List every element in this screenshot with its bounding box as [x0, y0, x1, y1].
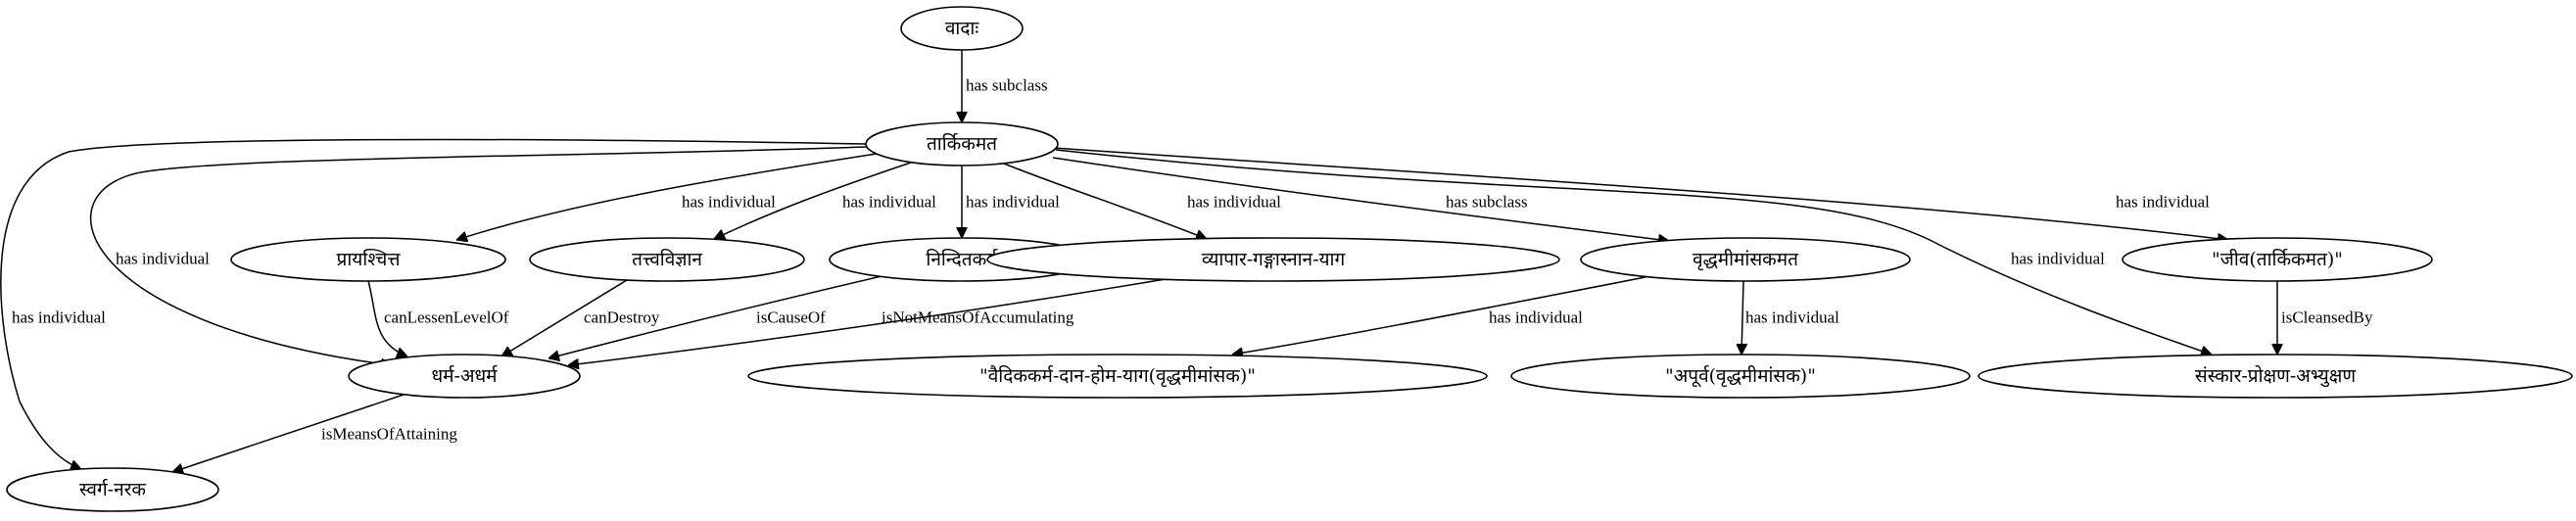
edge-line: [568, 278, 1167, 365]
node-label: वृद्धमीमांसकमत: [1693, 248, 1799, 271]
node-label: "अपूर्व(वृद्धमीमांसक)": [1665, 364, 1816, 388]
edge-prayashchitta-to-dharma: canLessenLevelOf: [367, 280, 509, 356]
node-ellipse[interactable]: [1580, 237, 1911, 282]
node-svarga[interactable]: स्वर्ग-नरक: [6, 467, 219, 512]
edge-vadah-to-tarkikamata: has subclass: [962, 50, 1048, 122]
edge-label: has individual: [116, 250, 210, 268]
edge-label: has individual: [2011, 250, 2105, 268]
edge-label: isCauseOf: [756, 308, 826, 327]
node-vadah[interactable]: वादाः: [900, 6, 1024, 51]
node-label: वादाः: [945, 18, 979, 39]
edge-line: [1741, 280, 1743, 355]
edge-label: canLessenLevelOf: [384, 308, 509, 327]
edge-tarkikamata-to-prayashchitta: has individual: [456, 153, 878, 240]
edge-tarkikamata-to-vriddhamimamsakamata: has subclass: [1052, 157, 1669, 241]
edge-label: canDestroy: [584, 308, 660, 327]
node-ellipse[interactable]: [1510, 354, 1971, 399]
node-ellipse[interactable]: [986, 237, 1560, 282]
edge-label: has subclass: [966, 76, 1048, 95]
edge-label: isMeansOfAttaining: [321, 425, 457, 444]
edge-tarkikamata-to-vyapara: has individual: [1003, 163, 1281, 239]
node-tattvavijnana[interactable]: तत्त्वविज्ञान: [529, 237, 805, 282]
node-ellipse[interactable]: [900, 6, 1024, 51]
node-samskara[interactable]: संस्कार-प्रोक्षण-अभ्युक्षण: [1978, 354, 2573, 399]
edge-jiva-to-samskara: isCleansedBy: [2277, 281, 2373, 355]
node-label: प्रायश्चित्त: [337, 248, 402, 270]
edge-line: [1232, 276, 1646, 355]
node-ellipse[interactable]: [747, 354, 1488, 399]
node-vaidika[interactable]: "वैदिककर्म-दान-होम-याग(वृद्धमीमांसक)": [747, 354, 1488, 399]
node-label: "जीव(तार्किकमत)": [2212, 248, 2343, 270]
node-apurva[interactable]: "अपूर्व(वृद्धमीमांसक)": [1510, 354, 1971, 399]
node-label: "वैदिककर्म-दान-होम-याग(वृद्धमीमांसक)": [979, 364, 1256, 388]
node-ellipse[interactable]: [1978, 354, 2573, 399]
edge-label: has individual: [966, 193, 1060, 212]
edge-label: has individual: [1745, 308, 1839, 327]
edge-ninditakarma-to-dharma: isCauseOf: [549, 275, 883, 358]
edge-label: has individual: [1187, 193, 1281, 212]
edge-line: [714, 162, 912, 239]
edge-tarkikamata-to-svarga: has individual: [0, 138, 867, 469]
edge-line: [1052, 157, 1669, 241]
edge-dharma-to-svarga: isMeansOfAttaining: [172, 394, 457, 472]
edge-tarkikamata-to-ninditakarma: has individual: [962, 166, 1060, 238]
edge-line: [367, 280, 407, 356]
edge-vriddhamimamsakamata-to-apurva: has individual: [1741, 280, 1839, 355]
node-vyapara[interactable]: व्यापार-गङ्गास्नान-याग: [986, 237, 1560, 282]
edge-label: has individual: [1489, 308, 1583, 327]
node-label: तत्त्वविज्ञान: [632, 248, 702, 270]
node-ellipse[interactable]: [529, 237, 805, 282]
node-tarkikamata[interactable]: तार्किकमत: [865, 121, 1059, 166]
node-ellipse[interactable]: [2122, 237, 2433, 282]
edge-line: [1055, 149, 2212, 355]
edges-layer: has subclass has individual has individual…: [0, 50, 2373, 472]
edge-line: [1003, 163, 1207, 239]
edge-tarkikamata-to-dharma: has individual: [89, 146, 868, 365]
edge-label: has subclass: [1446, 193, 1528, 212]
edge-line: [549, 275, 883, 358]
edge-line: [456, 153, 878, 240]
edge-line: [89, 146, 868, 365]
node-prayashchitta[interactable]: प्रायश्चित्त: [230, 237, 506, 282]
edge-tarkikamata-to-tattvavijnana: has individual: [714, 162, 936, 239]
node-label: स्वर्ग-नरक: [79, 478, 146, 500]
edge-vriddhamimamsakamata-to-vaidika: has individual: [1232, 276, 1646, 355]
node-label: व्यापार-गङ्गास्नान-याग: [1202, 249, 1346, 270]
edge-label: has individual: [842, 193, 936, 212]
edge-vyapara-to-dharma: isNotMeansOfAccumulating: [568, 278, 1167, 365]
edge-label: isCleansedBy: [2281, 308, 2373, 327]
node-label: निन्दितकर्म: [926, 248, 998, 270]
node-jiva[interactable]: "जीव(तार्किकमत)": [2122, 237, 2433, 282]
edge-label: has individual: [12, 308, 106, 327]
edge-label: has individual: [682, 193, 776, 212]
edge-tarkikamata-to-jiva: has individual: [1052, 147, 2228, 240]
edge-label: has individual: [2116, 193, 2210, 212]
nodes-layer: वादाः तार्किकमत प्रायश्चित्त तत्त्वविज्ञान न…: [6, 6, 2573, 512]
edge-tarkikamata-to-samskara: has individual: [1055, 149, 2212, 355]
node-ellipse[interactable]: [348, 354, 581, 399]
node-label: तार्किकमत: [927, 132, 998, 155]
node-vriddhamimamsakamata[interactable]: वृद्धमीमांसकमत: [1580, 237, 1911, 282]
node-dharma[interactable]: धर्म-अधर्म: [348, 354, 581, 399]
node-ellipse[interactable]: [865, 121, 1059, 166]
edge-line: [501, 279, 628, 357]
node-label: संस्कार-प्रोक्षण-अभ्युक्षण: [2195, 364, 2357, 388]
node-ellipse[interactable]: [230, 237, 506, 282]
edge-label: isNotMeansOfAccumulating: [882, 308, 1074, 327]
edge-line: [0, 138, 867, 469]
node-label: धर्म-अधर्म: [431, 364, 498, 387]
edge-tattvavijnana-to-dharma: canDestroy: [501, 279, 660, 357]
edge-line: [1052, 147, 2228, 240]
node-ellipse[interactable]: [6, 467, 219, 512]
edge-line: [172, 394, 405, 472]
